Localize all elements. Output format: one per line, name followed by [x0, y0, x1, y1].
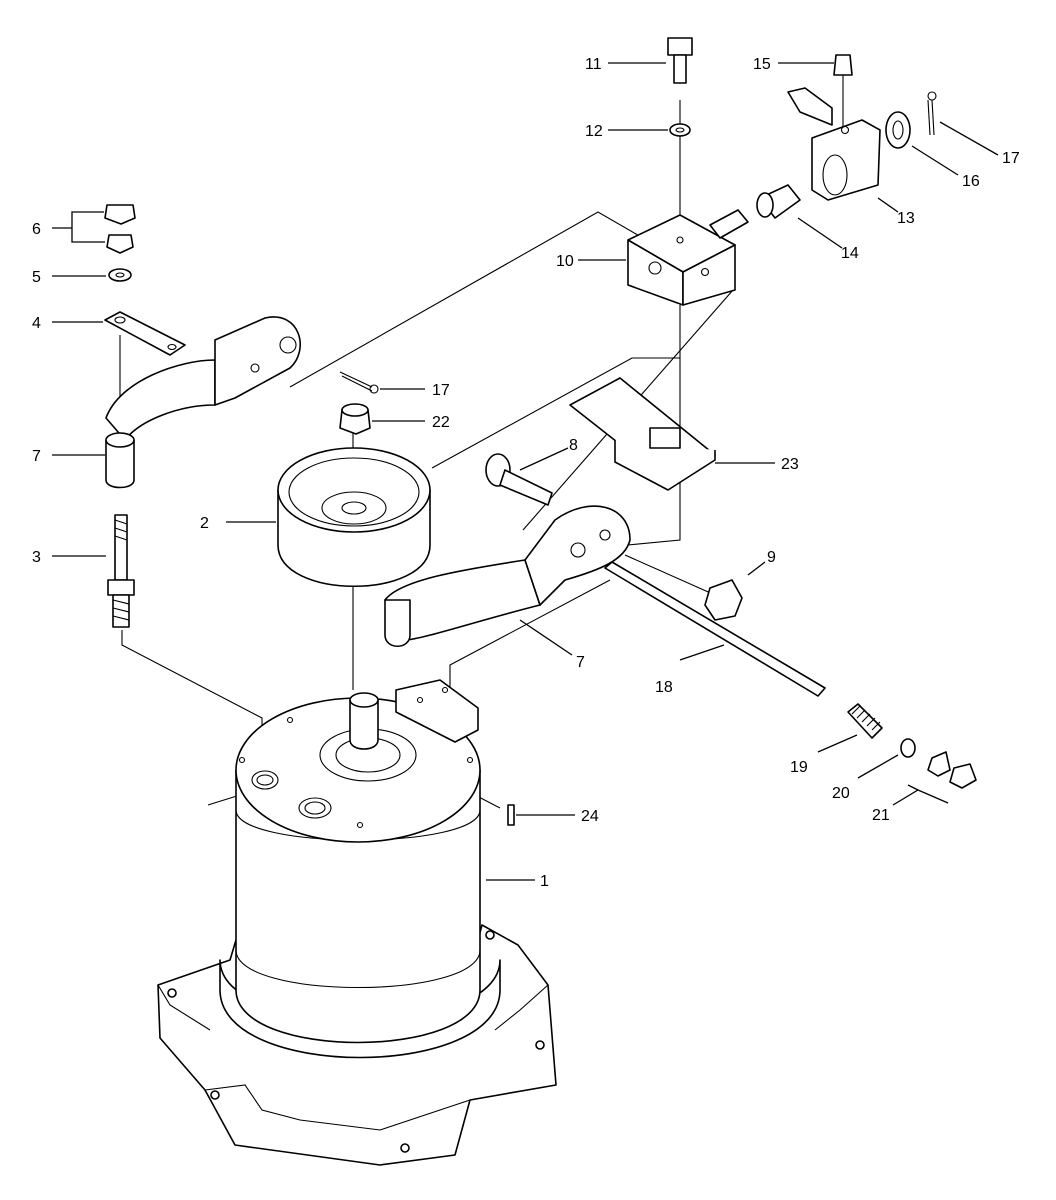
- bolt-part-11: [667, 37, 693, 84]
- nut-part-9: [704, 579, 743, 621]
- assembly-lines: [119, 75, 844, 809]
- pulley-part-2: [277, 447, 431, 587]
- cotter-pin-part-17-right: [927, 91, 937, 136]
- callout-22: 22: [432, 414, 450, 431]
- callout-15: 15: [753, 56, 771, 73]
- clamp-arm-part-7-center: [384, 505, 631, 648]
- rod-part-18: [604, 561, 826, 697]
- block-part-10: [627, 209, 749, 306]
- bushing-part-14: [756, 184, 801, 219]
- callout-21: 21: [872, 807, 890, 824]
- callout-19: 19: [790, 759, 808, 776]
- callout-4: 4: [32, 315, 41, 332]
- callout-24: 24: [581, 808, 599, 825]
- callout-7b: 7: [576, 654, 585, 671]
- callout-12: 12: [585, 123, 603, 140]
- callout-16: 16: [962, 173, 980, 190]
- callout-10: 10: [556, 253, 574, 270]
- callout-17b: 17: [432, 382, 450, 399]
- callout-11: 11: [585, 56, 602, 73]
- bracket-part-23: [569, 377, 716, 491]
- callout-18: 18: [655, 679, 673, 696]
- motor-housing-part-1: [157, 679, 557, 1166]
- callout-labels: 1 2 3 4 5 6 7 7 8 9 10 11 12 13 14 15 16…: [32, 56, 1020, 890]
- cotter-pin-part-17-center: [339, 371, 379, 394]
- callout-1: 1: [540, 873, 549, 890]
- callout-8: 8: [569, 437, 578, 454]
- callout-23: 23: [781, 456, 799, 473]
- spring-part-19: [847, 703, 883, 739]
- callout-17a: 17: [1002, 150, 1020, 167]
- callout-6: 6: [32, 221, 41, 238]
- callout-9: 9: [767, 549, 776, 566]
- callout-3: 3: [32, 549, 41, 566]
- nuts-part-6: [104, 204, 136, 254]
- pin-part-24: [507, 804, 515, 826]
- housing-part-13: [787, 87, 881, 201]
- washer-part-5: [108, 268, 132, 282]
- clamp-arm-part-7-upper: [105, 316, 301, 489]
- stud-part-3: [107, 514, 135, 628]
- callout-leaders: [52, 62, 999, 881]
- washer-part-16: [885, 111, 911, 149]
- nuts-part-21: [927, 751, 977, 789]
- callout-7a: 7: [32, 448, 41, 465]
- grease-fitting-part-15: [833, 54, 853, 76]
- callout-5: 5: [32, 269, 41, 286]
- plate-part-4: [104, 311, 186, 356]
- washer-part-12: [669, 123, 691, 137]
- bolt-part-8: [485, 453, 553, 506]
- callout-2: 2: [200, 515, 209, 532]
- castle-nut-part-22: [339, 403, 371, 435]
- callout-13: 13: [897, 210, 915, 227]
- callout-20: 20: [832, 785, 850, 802]
- callout-14: 14: [841, 245, 859, 262]
- washer-part-20: [900, 738, 916, 758]
